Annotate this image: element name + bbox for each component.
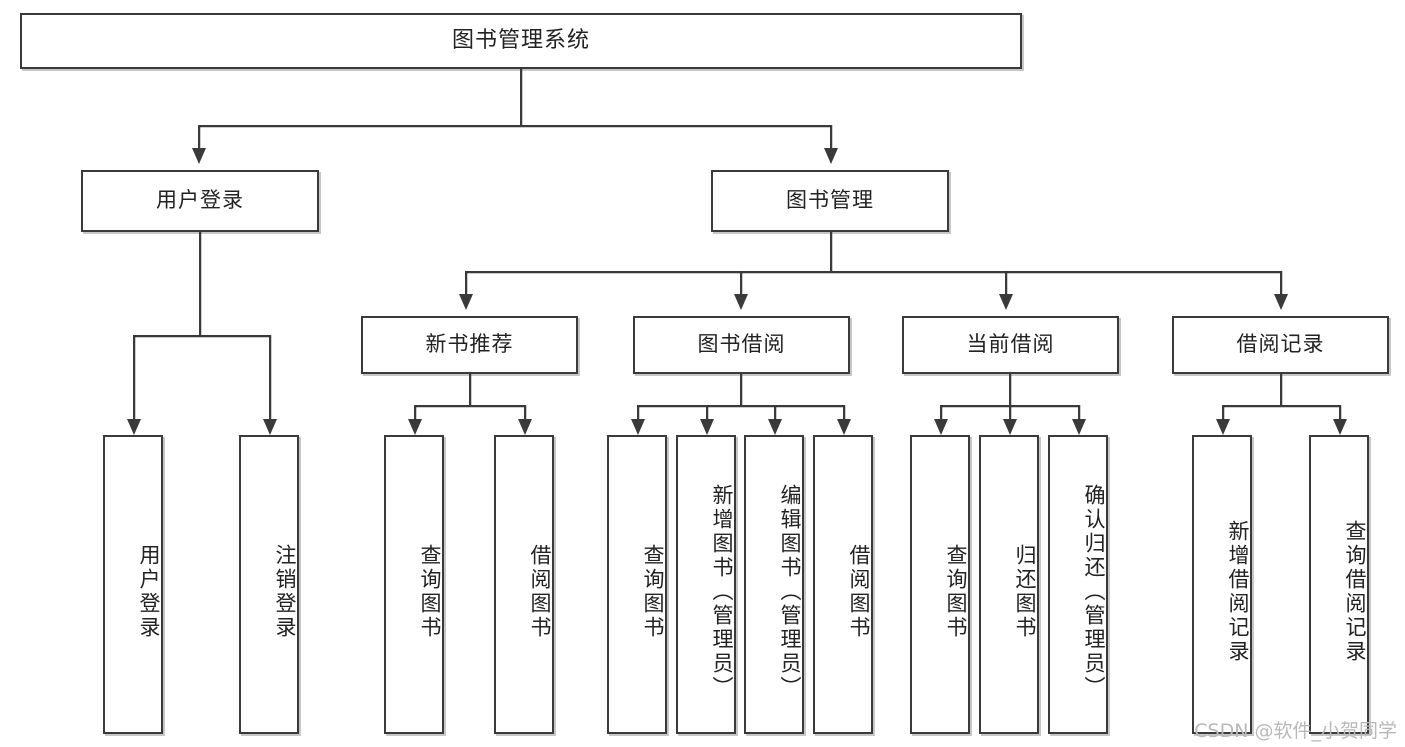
arrowhead-cb-return <box>1003 419 1017 435</box>
connector-drop-new-book <box>465 271 467 294</box>
arrowhead-user-login <box>192 148 206 164</box>
leaf-bb-query-book[interactable]: 查询图书 <box>607 435 667 734</box>
connector-level3-bus <box>465 271 1282 273</box>
connector-user-login-bus <box>133 335 269 337</box>
arrowhead-br-add <box>1216 419 1230 435</box>
connector-drop-bb-edit <box>774 405 776 419</box>
node-current-borrow[interactable]: 当前借阅 <box>902 316 1119 374</box>
connector-book-borrow-bus <box>637 405 843 407</box>
connector-drop-nb-query <box>414 405 416 419</box>
leaf-cb-return-book[interactable]: 归还图书 <box>979 435 1039 734</box>
connector-level2-bus <box>198 125 830 127</box>
connector-drop-bb-query <box>637 405 639 419</box>
connector-drop-bb-add <box>706 405 708 419</box>
connector-drop-cb-query <box>940 405 942 419</box>
node-new-book-recommend[interactable]: 新书推荐 <box>361 316 578 374</box>
connector-drop-borrow-record <box>1280 271 1282 294</box>
leaf-bb-edit-book-admin[interactable]: 编辑图书（管理员） <box>744 435 804 734</box>
leaf-cb-confirm-return-admin[interactable]: 确认归还（管理员） <box>1048 435 1108 734</box>
arrowhead-leaf-logout <box>263 419 277 435</box>
arrowhead-br-query <box>1333 419 1347 435</box>
arrowhead-nb-query <box>408 419 422 435</box>
arrowhead-current-borrow <box>999 294 1013 310</box>
connector-drop-user-login <box>198 125 200 148</box>
node-user-login[interactable]: 用户登录 <box>81 170 319 232</box>
leaf-nb-borrow-book[interactable]: 借阅图书 <box>494 435 554 734</box>
arrowhead-nb-borrow <box>518 419 532 435</box>
leaf-bb-add-book-admin[interactable]: 新增图书（管理员） <box>676 435 736 734</box>
connector-drop-cb-return <box>1009 405 1011 419</box>
node-book-borrow[interactable]: 图书借阅 <box>633 316 850 374</box>
arrowhead-cb-confirm <box>1072 419 1086 435</box>
leaf-cb-query-book[interactable]: 查询图书 <box>910 435 970 734</box>
connector-borrow-record-bus <box>1222 405 1339 407</box>
connector-current-borrow-stem <box>1009 374 1011 405</box>
leaf-bb-lend-book[interactable]: 借阅图书 <box>813 435 873 734</box>
connector-root-stem <box>520 69 522 125</box>
connector-new-book-stem <box>469 374 471 405</box>
arrowhead-bb-lend <box>837 419 851 435</box>
leaf-br-add-record[interactable]: 新增借阅记录 <box>1192 435 1252 734</box>
arrowhead-borrow-record <box>1274 294 1288 310</box>
arrowhead-book-borrow <box>734 294 748 310</box>
arrowhead-new-book <box>459 294 473 310</box>
node-borrow-record[interactable]: 借阅记录 <box>1172 316 1389 374</box>
connector-user-login-stem <box>199 232 201 335</box>
connector-drop-leaf-logout <box>269 335 271 419</box>
leaf-br-query-record[interactable]: 查询借阅记录 <box>1309 435 1369 734</box>
arrowhead-cb-query <box>934 419 948 435</box>
connector-drop-nb-borrow <box>524 405 526 419</box>
connector-drop-bb-lend <box>843 405 845 419</box>
arrowhead-book-manage <box>824 148 838 164</box>
arrowhead-bb-add <box>700 419 714 435</box>
connector-drop-leaf-user-login <box>133 335 135 419</box>
connector-drop-br-add <box>1222 405 1224 419</box>
connector-drop-current-borrow <box>1005 271 1007 294</box>
arrowhead-leaf-user-login <box>127 419 141 435</box>
leaf-logout[interactable]: 注销登录 <box>239 435 299 734</box>
node-book-management[interactable]: 图书管理 <box>711 170 949 232</box>
node-root-library-system[interactable]: 图书管理系统 <box>20 13 1022 69</box>
connector-book-manage-stem <box>830 232 832 271</box>
leaf-user-login[interactable]: 用户登录 <box>103 435 163 734</box>
connector-borrow-record-stem <box>1280 374 1282 405</box>
connector-book-borrow-stem <box>740 374 742 405</box>
connector-drop-book-manage <box>830 125 832 148</box>
connector-drop-cb-confirm <box>1078 405 1080 419</box>
connector-drop-br-query <box>1339 405 1341 419</box>
arrowhead-bb-edit <box>768 419 782 435</box>
arrowhead-bb-query <box>631 419 645 435</box>
connector-drop-book-borrow <box>740 271 742 294</box>
leaf-nb-query-book[interactable]: 查询图书 <box>384 435 444 734</box>
connector-new-book-bus <box>414 405 524 407</box>
